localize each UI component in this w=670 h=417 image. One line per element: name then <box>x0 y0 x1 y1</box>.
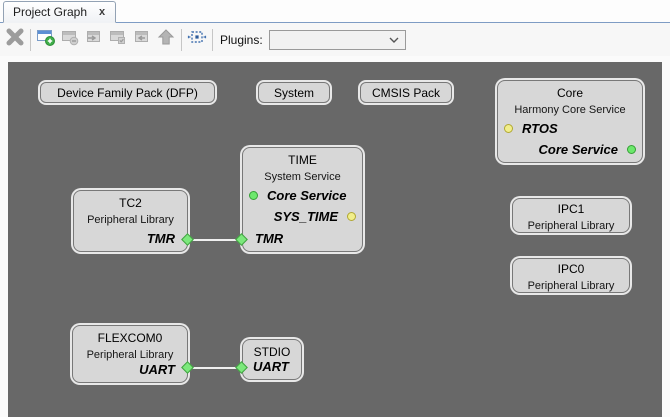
node-title: IPC1 <box>557 202 585 216</box>
center-view-icon <box>187 27 207 52</box>
node-cmsis-pack[interactable]: CMSIS Pack <box>360 82 452 103</box>
time-core-service-port-circle[interactable] <box>249 191 258 200</box>
node-title: System <box>273 85 314 100</box>
node-title: CMSIS Pack <box>371 85 440 100</box>
remove-component-button[interactable] <box>58 28 82 52</box>
chevron-down-icon <box>388 31 400 49</box>
node-title: IPC0 <box>557 262 585 276</box>
center-view-button[interactable] <box>185 28 209 52</box>
node-ipc0[interactable]: IPC0 Peripheral Library <box>512 258 630 293</box>
port-label: UART <box>139 362 175 377</box>
node-title: TIME <box>288 153 317 167</box>
delete-button[interactable] <box>3 28 27 52</box>
port-label: UART <box>253 359 289 374</box>
node-core[interactable]: Core Harmony Core Service RTOS Core Serv… <box>497 80 643 163</box>
toolbar-separator <box>30 28 31 51</box>
editor-tab-bar: Project Graph x <box>0 0 670 23</box>
up-arrow-icon <box>156 27 176 52</box>
window-minus-icon <box>60 27 80 52</box>
node-time[interactable]: TIME System Service Core Service SYS_TIM… <box>242 147 363 252</box>
node-tc2[interactable]: TC2 Peripheral Library TMR <box>73 190 188 252</box>
node-subtitle: Harmony Core Service <box>514 104 626 116</box>
node-device-family-pack[interactable]: Device Family Pack (DFP) <box>40 82 215 103</box>
toolbar-separator <box>212 28 213 51</box>
close-icon[interactable]: x <box>99 6 106 18</box>
move-up-button[interactable] <box>154 28 178 52</box>
port-label: RTOS <box>522 121 558 136</box>
connection-flexcom0-stdio[interactable] <box>188 367 242 369</box>
core-service-port-circle[interactable] <box>627 145 636 154</box>
node-stdio[interactable]: STDIO UART <box>242 339 302 380</box>
node-subtitle: System Service <box>264 171 341 183</box>
tab-project-graph[interactable]: Project Graph x <box>3 1 117 23</box>
detach-component-button[interactable] <box>130 28 154 52</box>
port-label: SYS_TIME <box>273 209 338 224</box>
node-flexcom0[interactable]: FLEXCOM0 Peripheral Library UART <box>72 325 188 383</box>
tab-title: Project Graph <box>13 5 88 19</box>
delete-icon <box>4 26 26 53</box>
node-title: Core <box>556 86 583 100</box>
port-label: TMR <box>255 231 284 246</box>
time-sys-time-port-circle[interactable] <box>347 212 356 221</box>
attach-component-button[interactable] <box>82 28 106 52</box>
port-label: Core Service <box>538 142 619 157</box>
node-title: TC2 <box>119 196 142 210</box>
node-title: Device Family Pack (DFP) <box>57 85 198 100</box>
port-label: Core Service <box>267 188 347 203</box>
plugins-select[interactable] <box>268 29 406 50</box>
project-graph-canvas[interactable]: Device Family Pack (DFP) System CMSIS Pa… <box>8 62 662 417</box>
node-subtitle: Peripheral Library <box>87 214 174 226</box>
node-system[interactable]: System <box>258 82 330 103</box>
node-title: STDIO <box>253 345 291 359</box>
window-check-icon <box>108 27 128 52</box>
add-component-button[interactable] <box>34 28 58 52</box>
toolbar-separator <box>181 28 182 51</box>
plugins-label: Plugins: <box>220 32 263 47</box>
node-subtitle: Peripheral Library <box>86 349 174 361</box>
window-arrow-left-icon <box>132 27 152 52</box>
core-rtos-port-circle[interactable] <box>504 124 513 133</box>
window-arrow-in-icon <box>84 27 104 52</box>
node-subtitle: Peripheral Library <box>527 220 615 232</box>
graph-toolbar: Plugins: <box>0 23 670 56</box>
node-subtitle: Peripheral Library <box>527 280 615 292</box>
node-title: FLEXCOM0 <box>97 331 163 345</box>
new-window-plus-icon <box>36 27 56 52</box>
apply-component-button[interactable] <box>106 28 130 52</box>
port-label: TMR <box>146 231 175 246</box>
connection-tc2-time[interactable] <box>188 239 242 241</box>
node-ipc1[interactable]: IPC1 Peripheral Library <box>512 198 630 233</box>
